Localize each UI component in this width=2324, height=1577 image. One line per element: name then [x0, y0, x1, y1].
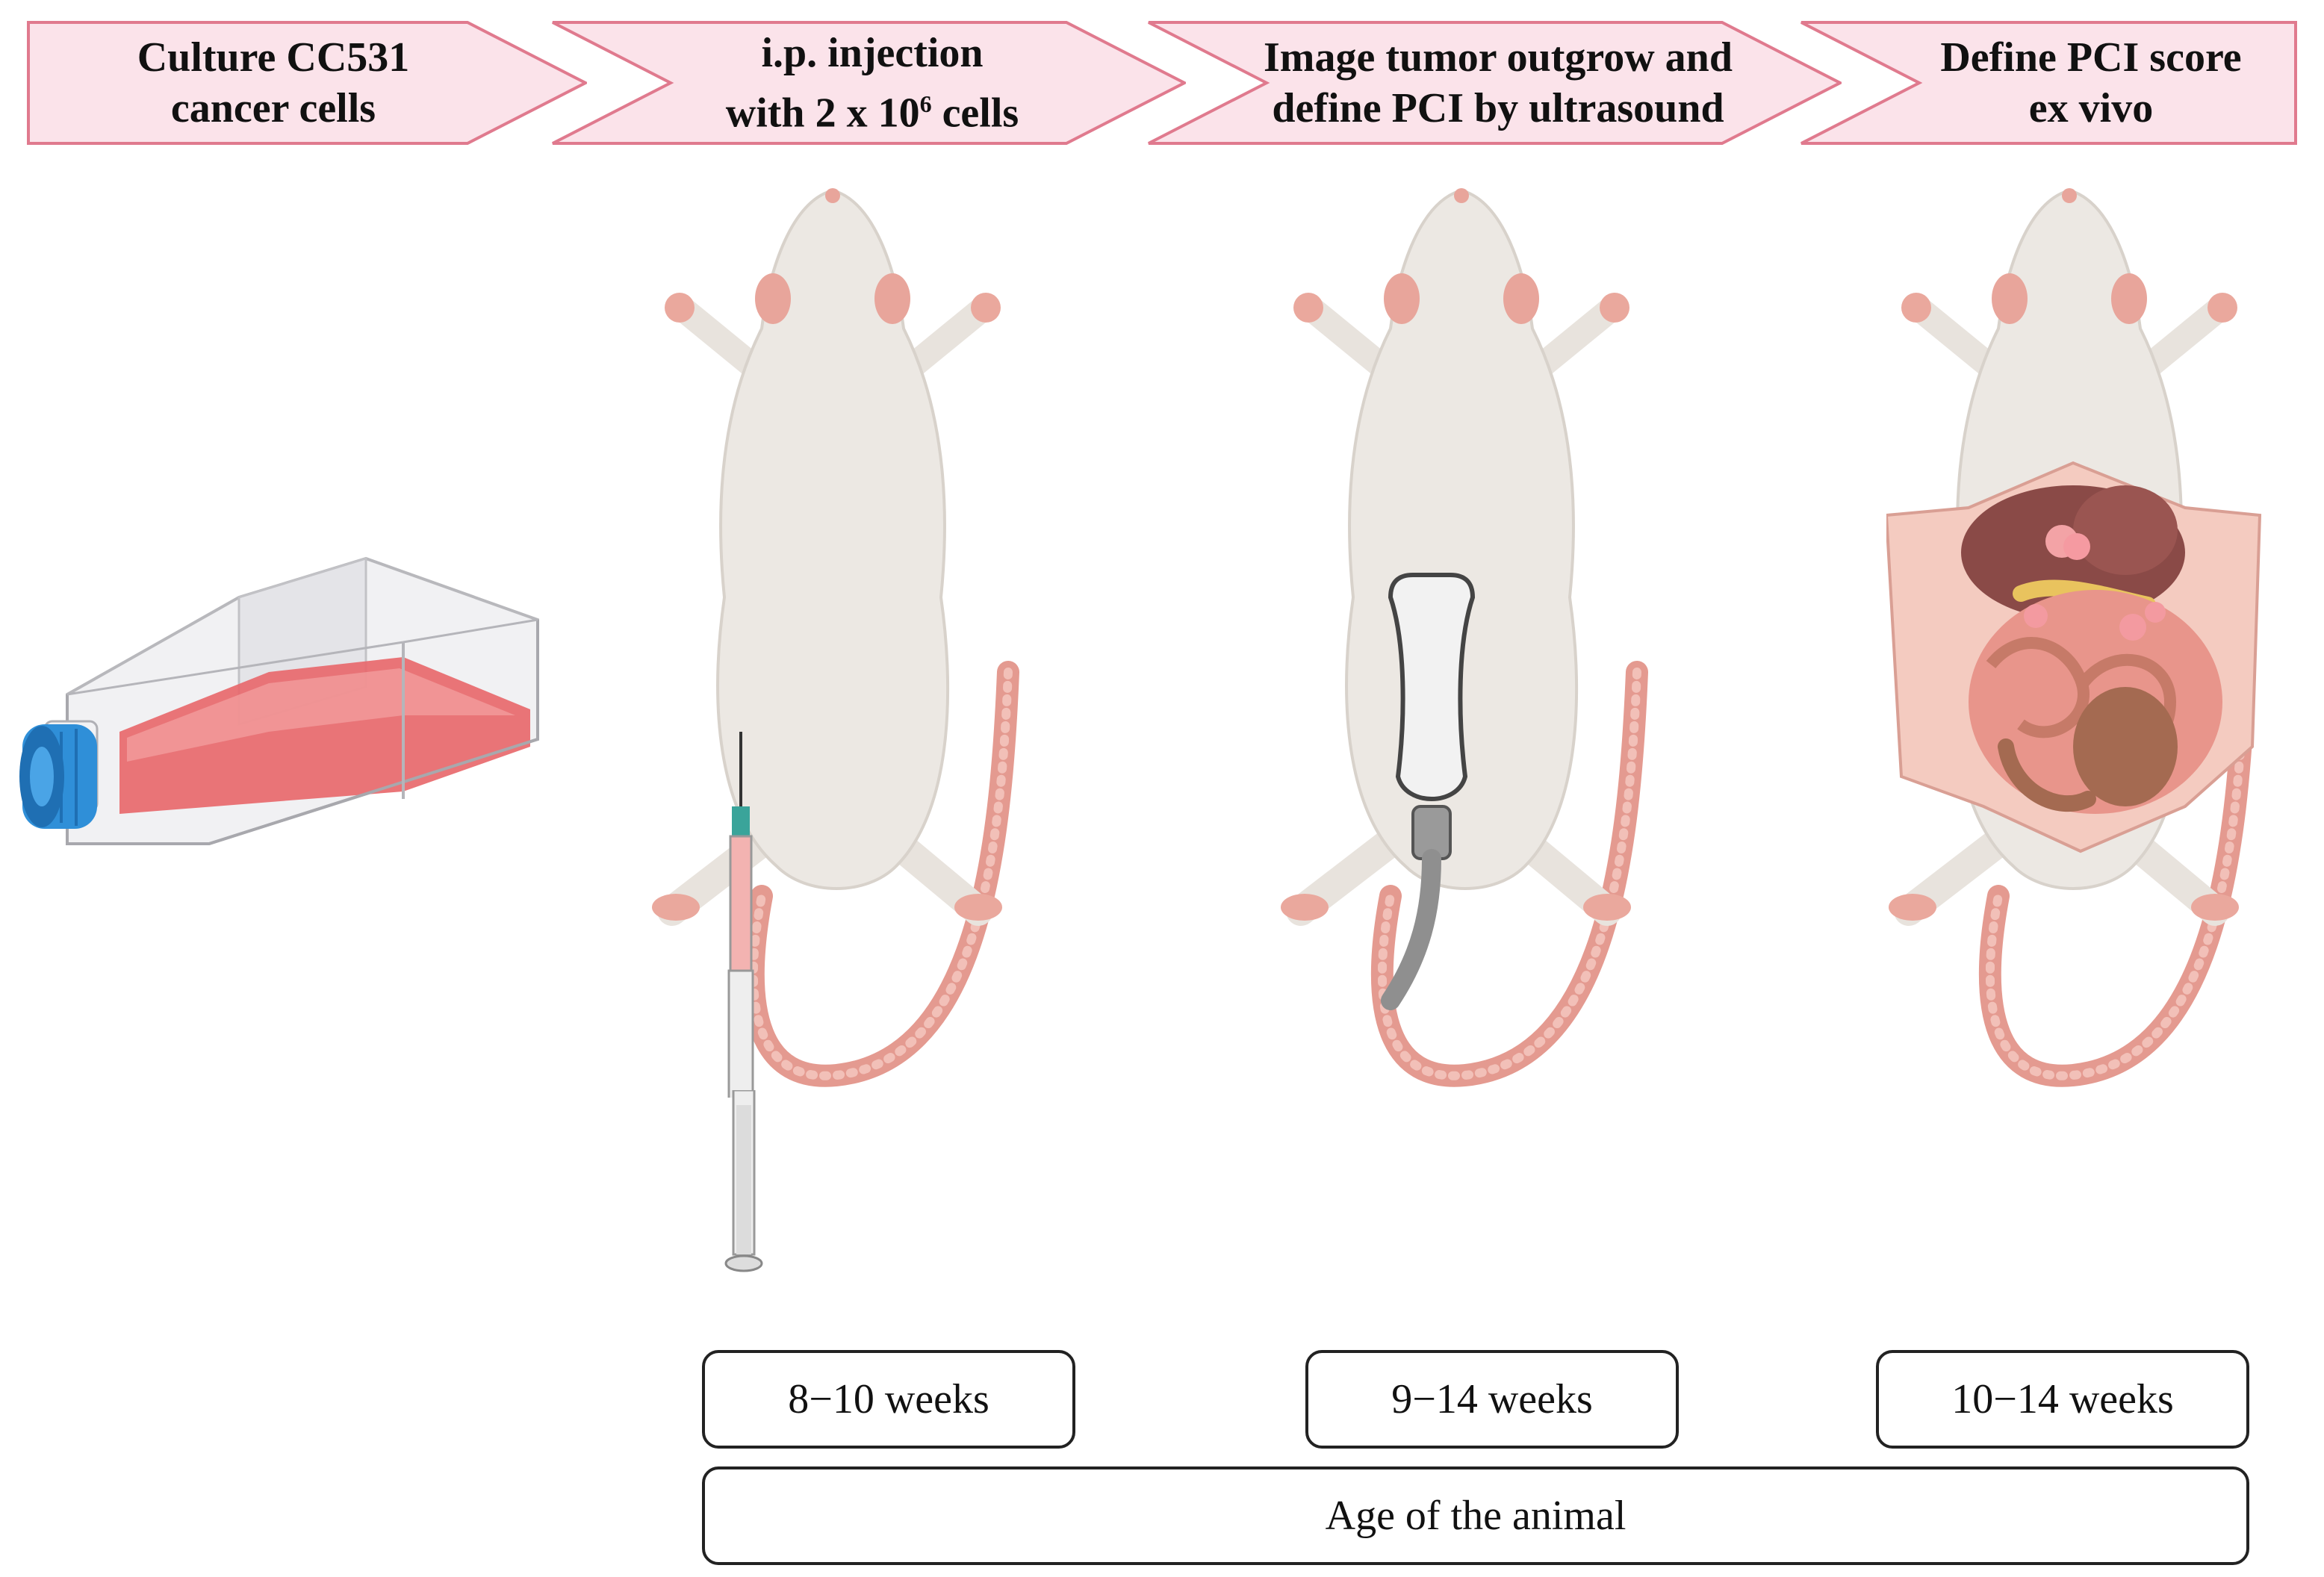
step-1-chevron: Culture CC531 cancer cells	[27, 21, 587, 145]
mouse-injection-icon	[652, 188, 1019, 1098]
step-1-line-1: Culture CC531	[137, 34, 410, 81]
step-4-line-2: ex vivo	[2028, 85, 2154, 131]
age-box-ultrasound: 9−14 weeks	[1305, 1350, 1679, 1449]
age-caption: Age of the animal	[1325, 1493, 1627, 1539]
chevron-shape	[552, 21, 1186, 145]
step-2-line-2-pre: with 2 x 10	[725, 90, 920, 137]
chevron-shape	[1148, 21, 1842, 145]
step-4-chevron: Define PCI score ex vivo	[1800, 21, 2297, 145]
syringe-icon	[724, 1090, 763, 1272]
age-label-ex-vivo: 10−14 weeks	[1951, 1376, 2174, 1422]
step-3-line-2: define PCI by ultrasound	[1272, 85, 1724, 131]
age-label-ultrasound: 9−14 weeks	[1391, 1376, 1593, 1422]
chevron-shape	[27, 21, 587, 145]
age-label-injection: 8−10 weeks	[788, 1376, 989, 1422]
step-2-exponent: 6	[919, 90, 932, 117]
age-box-injection: 8−10 weeks	[702, 1350, 1075, 1449]
step-2-line-2: with 2 x 106 cells	[726, 78, 1019, 139]
age-caption-box: Age of the animal	[702, 1466, 2249, 1565]
chevron-shape	[1801, 21, 2297, 145]
step-3-line-1: Image tumor outgrow and	[1264, 34, 1733, 81]
step-2-line-2-post: cells	[931, 90, 1019, 137]
step-4-line-1: Define PCI score	[1940, 34, 2242, 81]
step-2-line-1: i.p. injection	[761, 29, 984, 76]
mouse-ultrasound-icon	[1281, 188, 1648, 1087]
step-2-chevron: i.p. injection with 2 x 106 cells	[551, 21, 1186, 145]
step-3-chevron: Image tumor outgrow and define PCI by ul…	[1147, 21, 1842, 145]
step-1-line-2: cancer cells	[170, 85, 376, 131]
culture-flask-icon	[19, 556, 539, 845]
mouse-dissected-icon	[1886, 188, 2262, 1087]
age-box-ex-vivo: 10−14 weeks	[1876, 1350, 2249, 1449]
